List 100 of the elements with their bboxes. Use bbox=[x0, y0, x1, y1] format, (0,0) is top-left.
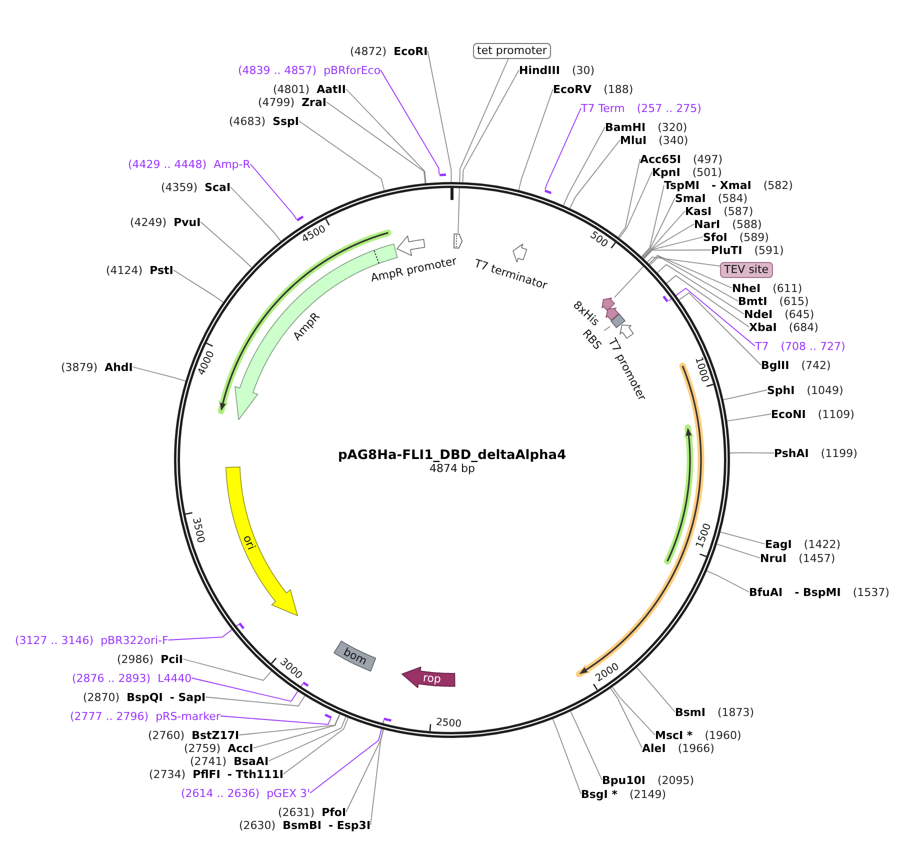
primer-position: (2614 .. 2636) bbox=[181, 786, 260, 800]
leader-line bbox=[604, 326, 610, 332]
leader-line bbox=[716, 544, 760, 558]
leader-line bbox=[650, 256, 738, 302]
enzyme-name: PflFI bbox=[192, 768, 220, 780]
primer-name: T7 bbox=[755, 340, 769, 352]
primer-name: T7 Term bbox=[581, 102, 625, 114]
leader-line bbox=[618, 172, 652, 238]
leader-line bbox=[168, 624, 240, 640]
plasmid-name: pAG8Ha-FLI1_DBD_deltaAlpha4 bbox=[338, 448, 566, 462]
cut-site-position: (2741) bbox=[190, 754, 227, 768]
leader-line bbox=[182, 658, 272, 681]
leader-line bbox=[132, 366, 186, 382]
enzyme-name: PluTI bbox=[711, 244, 742, 256]
cut-site-position: (588) bbox=[732, 218, 762, 230]
leader-line bbox=[612, 686, 656, 736]
feature-label: rop bbox=[422, 671, 442, 686]
leader-line bbox=[722, 390, 768, 400]
enzyme-name: MscI * bbox=[655, 728, 693, 742]
cut-site-position: (2760) bbox=[148, 728, 185, 742]
primer-position: (4839 .. 4857) bbox=[238, 64, 317, 76]
cut-site-position: (4249) bbox=[130, 216, 167, 228]
primer-name: Amp-R bbox=[214, 158, 250, 170]
primer-position: (2876 .. 2893) bbox=[72, 672, 151, 684]
enzyme-name: MluI bbox=[620, 134, 647, 146]
leader-line bbox=[250, 164, 298, 220]
plasmid-length: 4874 bp bbox=[430, 462, 475, 475]
primer-name: L4440 bbox=[158, 672, 192, 684]
primer-position: (2777 .. 2796) bbox=[70, 710, 149, 722]
feature-label: bom bbox=[341, 644, 369, 668]
primer-position: (3127 .. 3146) bbox=[15, 634, 94, 646]
primer-name: pBRforEco bbox=[324, 64, 381, 76]
cut-site-position: (1966) bbox=[678, 742, 714, 754]
cut-site-position: (2630) bbox=[239, 818, 276, 832]
leader-line bbox=[570, 710, 602, 780]
cut-site-position: (4359) bbox=[161, 180, 198, 194]
cut-site-position: (3879) bbox=[61, 360, 98, 374]
cut-site-position: (589) bbox=[739, 230, 769, 244]
cut-site-position: (1422) bbox=[804, 538, 840, 550]
cut-site-position: (615) bbox=[779, 294, 809, 308]
cut-site-position: (2631) bbox=[278, 806, 315, 818]
enzyme-name: ScaI bbox=[204, 180, 231, 194]
primer-name: pBR322ori-F bbox=[100, 634, 168, 646]
leader-line bbox=[636, 667, 676, 712]
cut-site-position: (1457) bbox=[798, 552, 836, 564]
enzyme-name: BsmI bbox=[675, 706, 706, 718]
leader-line bbox=[706, 570, 750, 592]
enzyme-name: BspQI bbox=[126, 690, 163, 704]
cut-site-position: (591) bbox=[754, 244, 784, 256]
primer-name: pGEX 3' bbox=[266, 786, 310, 800]
cut-site-position: (2870) bbox=[83, 690, 120, 704]
primer-name: pRS-marker bbox=[156, 710, 220, 722]
leader-line bbox=[666, 275, 750, 328]
scale-label: 4000 bbox=[196, 350, 217, 377]
leader-line bbox=[230, 186, 282, 242]
leader-line bbox=[610, 688, 642, 748]
enzyme-name: BmtI bbox=[738, 294, 768, 308]
enzyme-name: EcoNI bbox=[771, 408, 806, 420]
enzyme-name: ZraI bbox=[302, 96, 326, 108]
leader-line bbox=[310, 720, 384, 794]
enzyme-name: SmaI bbox=[675, 192, 706, 204]
leader-line bbox=[220, 716, 332, 725]
enzyme-name: EcoRI bbox=[394, 44, 428, 58]
cut-site-position: (2149) bbox=[629, 788, 666, 800]
leader-line bbox=[720, 532, 766, 544]
cut-site-position: (340) bbox=[658, 134, 688, 146]
cut-site-position: (1109) bbox=[818, 408, 854, 420]
enzyme-name: - XmaI bbox=[712, 178, 752, 192]
enzyme-name: - BspMI bbox=[794, 586, 841, 598]
leader-line bbox=[427, 50, 452, 182]
leader-line bbox=[191, 678, 304, 702]
cut-site-position: (587) bbox=[724, 204, 754, 218]
cut-site-position: (188) bbox=[604, 82, 634, 96]
enzyme-name: BsmBI bbox=[282, 818, 322, 832]
leader-line bbox=[462, 70, 520, 183]
leader-line bbox=[642, 224, 694, 259]
leader-line bbox=[656, 264, 744, 314]
cut-site-position: (4124) bbox=[106, 264, 143, 276]
cut-site-position: (4683) bbox=[229, 114, 266, 128]
enzyme-name: SfoI bbox=[703, 230, 728, 244]
cut-site-position: (684) bbox=[788, 320, 818, 334]
enzyme-name: AatII bbox=[316, 82, 346, 96]
cut-site-position: (320) bbox=[658, 120, 688, 134]
leader-line bbox=[642, 198, 676, 258]
leader-line bbox=[668, 288, 756, 346]
leader-line bbox=[205, 695, 306, 706]
enzyme-name: BsgI * bbox=[581, 788, 618, 800]
cut-site-position: (4801) bbox=[273, 82, 310, 96]
leader-line bbox=[648, 254, 732, 288]
enzyme-name: TspMI bbox=[664, 178, 700, 192]
enzyme-name: AleI bbox=[642, 742, 666, 754]
primer-position: (257 .. 275) bbox=[636, 102, 702, 114]
cut-site-position: (2095) bbox=[658, 774, 694, 786]
cut-site-position: (2734) bbox=[149, 768, 186, 780]
leader-line bbox=[380, 70, 440, 175]
cut-site-position: (4872) bbox=[350, 44, 387, 58]
enzyme-name: XbaI bbox=[749, 320, 777, 334]
leader-line bbox=[298, 120, 385, 191]
leader-line bbox=[643, 250, 712, 260]
enzyme-name: KasI bbox=[685, 204, 712, 218]
